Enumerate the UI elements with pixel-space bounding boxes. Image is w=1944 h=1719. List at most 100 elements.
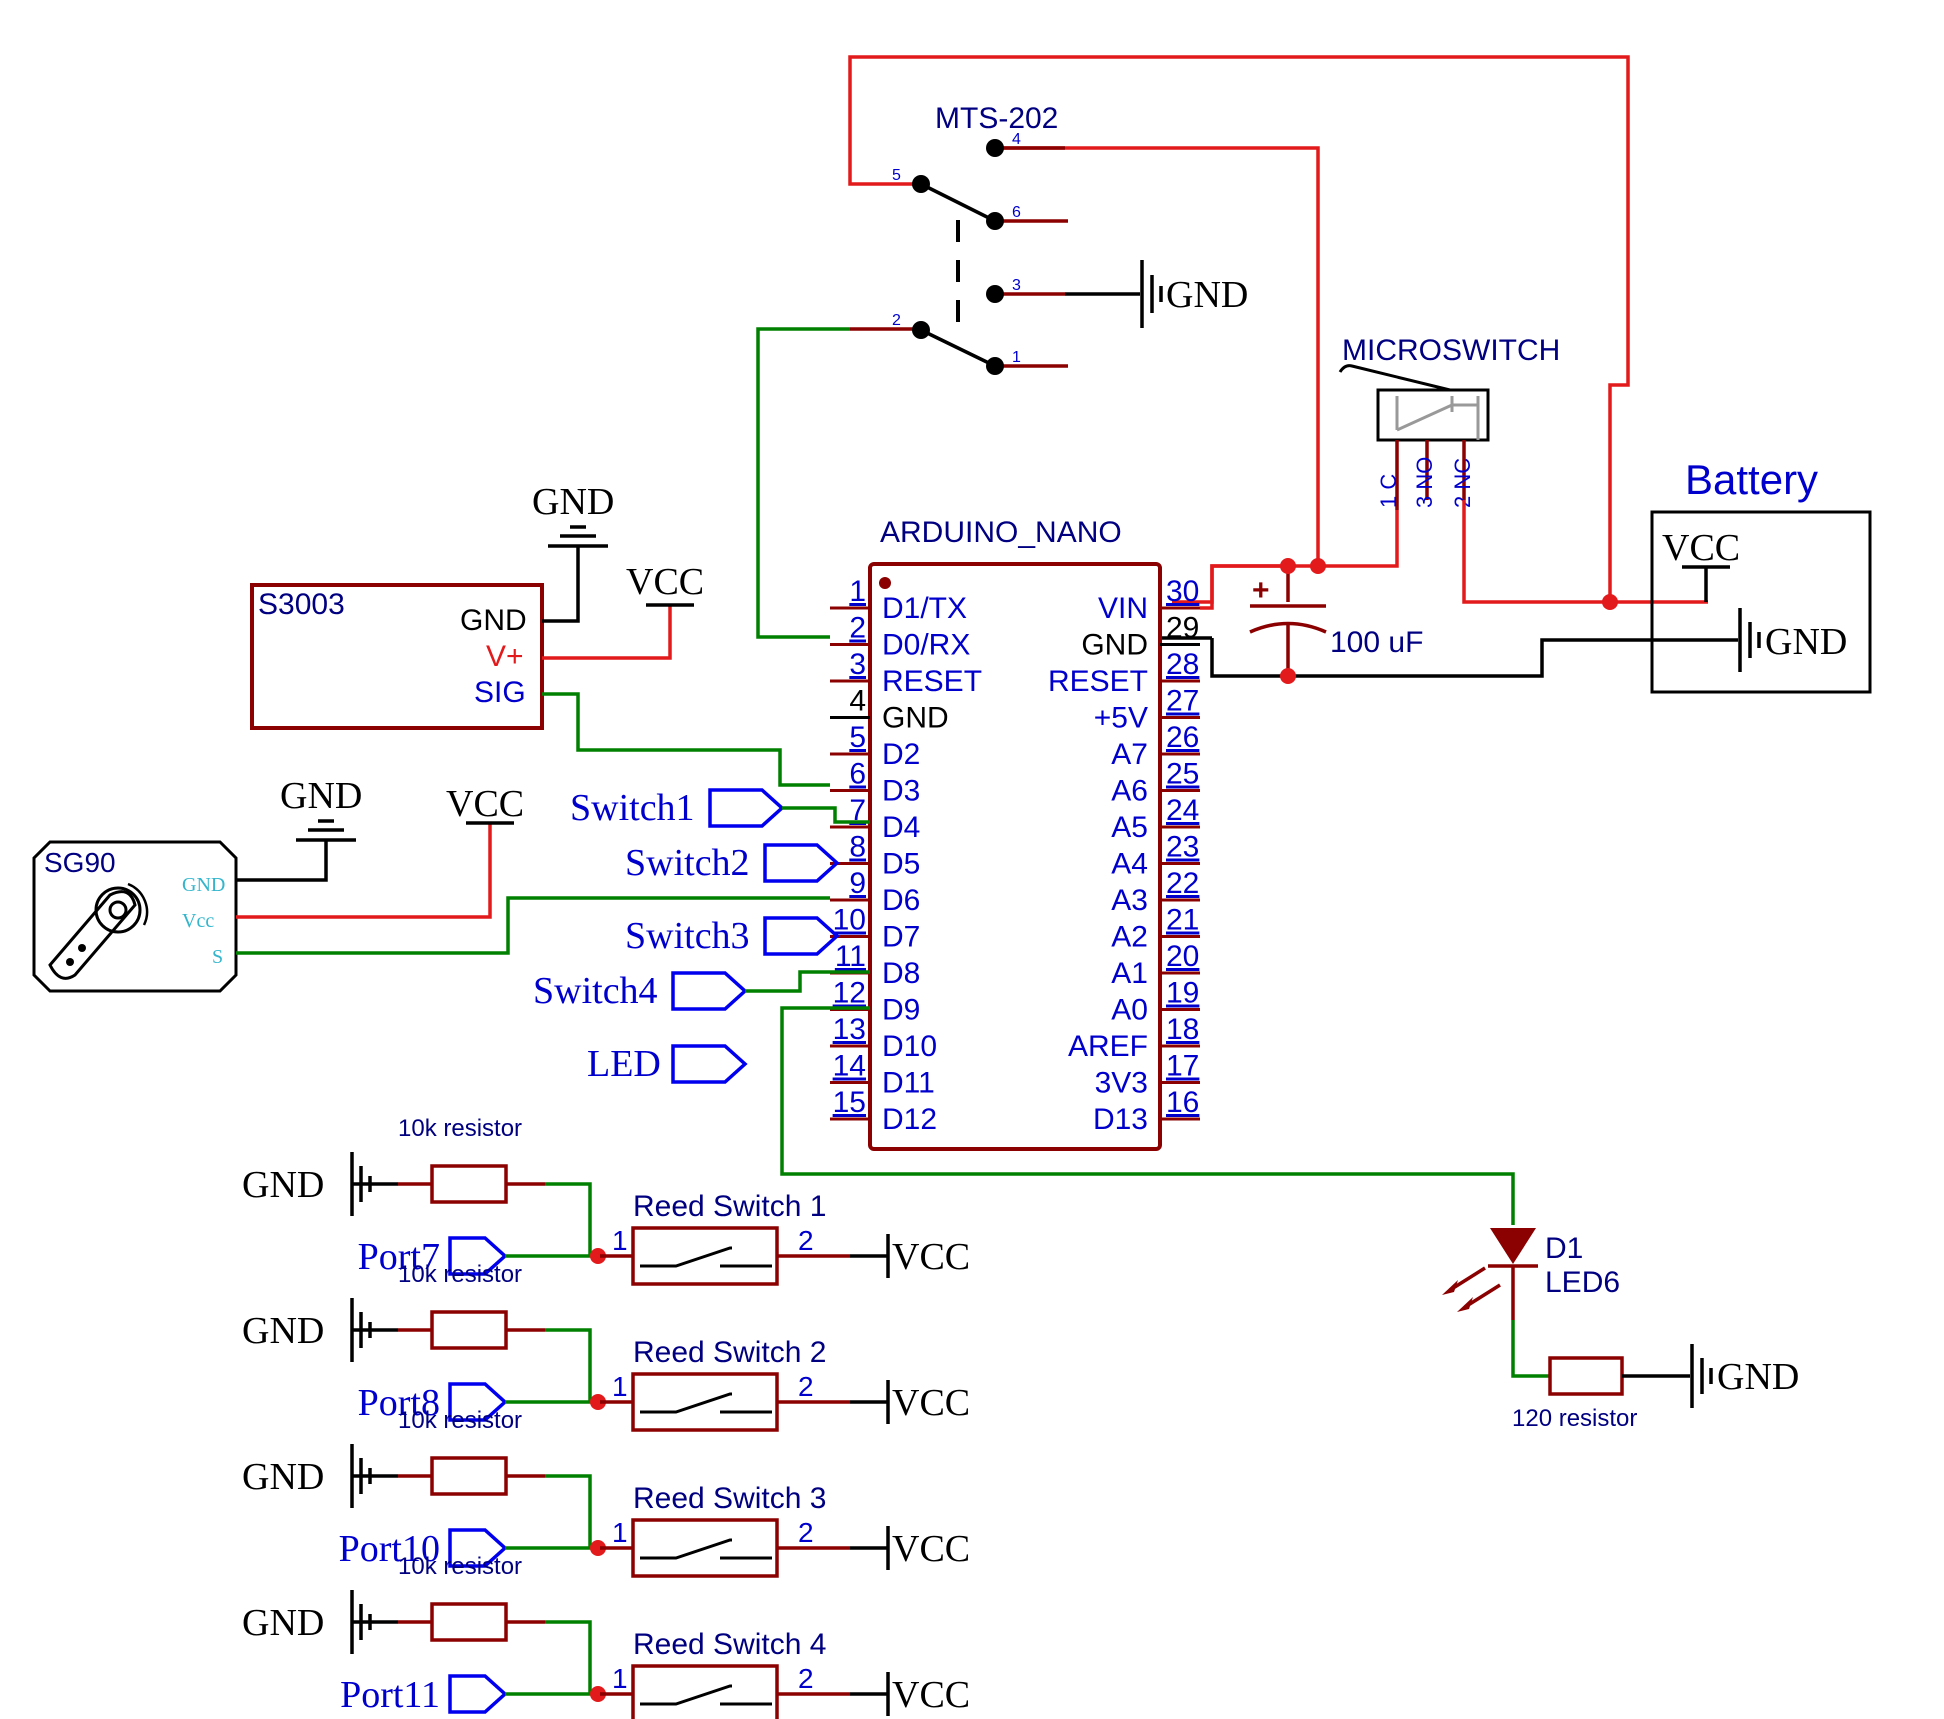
junction	[590, 1540, 606, 1556]
wire-ms-nc-battery	[1462, 500, 1708, 604]
arduino-left-pin-number: 5	[849, 721, 866, 754]
battery-gnd-label: GND	[1765, 621, 1847, 663]
arduino-left-pin-label: D6	[882, 884, 920, 917]
s3003-pin-vplus: V+	[486, 640, 524, 673]
sg90-servo: SG90 GND Vcc S GND VCC	[32, 775, 830, 993]
reed-pin2: 2	[798, 1225, 814, 1256]
arduino-left-pin-label: D9	[882, 994, 920, 1027]
arduino-right-pin-number: 16	[1166, 1086, 1199, 1119]
arduino-right-pin-number: 27	[1166, 685, 1199, 718]
junction	[590, 1394, 606, 1410]
wire-switch4-d8	[745, 970, 870, 993]
wire-gnd-battery	[1210, 638, 1652, 678]
s3003-gnd-wire	[542, 546, 580, 623]
arduino-right-pin-number: 22	[1166, 867, 1199, 900]
led-arrowhead	[1442, 1280, 1458, 1295]
ms-pin-label-nc: 2 NC	[1450, 458, 1475, 508]
reed-resistor-label: 10k resistor	[398, 1553, 522, 1580]
arduino-left-pin-label: D0/RX	[882, 629, 970, 662]
contact-3	[986, 285, 1004, 303]
arduino-right-pin-label: 3V3	[1095, 1067, 1148, 1100]
arduino-right-pin-number: 28	[1166, 648, 1199, 681]
led-ref: D1	[1545, 1232, 1583, 1265]
net-port-switch3	[763, 916, 840, 956]
wire-d9-led	[780, 1006, 1515, 1225]
microswitch-actuator	[1338, 364, 1451, 392]
arduino-nano: ARDUINO_NANO 1D1/TX2D0/RX3RESET4GND5D26D…	[830, 516, 1288, 1151]
lever-lower	[920, 328, 996, 368]
reed-pin1: 1	[612, 1663, 628, 1694]
reed-resistor-body	[430, 1164, 508, 1204]
net-port-led	[671, 1044, 748, 1084]
arduino-right-pin-label: A3	[1111, 884, 1148, 917]
arduino-right-pin-number: 17	[1166, 1050, 1199, 1083]
junction	[590, 1248, 606, 1264]
arduino-left-pin-number: 3	[849, 648, 866, 681]
reed-switch-label: Reed Switch 4	[633, 1628, 826, 1661]
reed-gnd-label: GND	[242, 1602, 324, 1644]
arduino-left-pin-label: D12	[882, 1103, 937, 1136]
reed-resistor-label: 10k resistor	[398, 1407, 522, 1434]
arduino-right-pin-number: 24	[1166, 794, 1199, 827]
arduino-right-pin-label: A2	[1111, 921, 1148, 954]
reed-node-wire	[545, 1182, 592, 1256]
arduino-left-pin-label: D1/TX	[882, 592, 967, 625]
arduino-right-pin-number: 29	[1166, 612, 1199, 645]
arduino-right-pin-number: 30	[1166, 575, 1199, 608]
reed-pin1: 1	[612, 1371, 628, 1402]
led-d1: D1 LED6 GND 120 resistor	[1442, 1228, 1799, 1432]
mts-pin-3: 3	[1012, 277, 1021, 294]
arduino-right-pin-label: D13	[1093, 1103, 1148, 1136]
arduino-right-pin-label: A1	[1111, 957, 1148, 990]
reed-resistor-label: 10k resistor	[398, 1261, 522, 1288]
arduino-left-pins: 1D1/TX2D0/RX3RESET4GND5D26D37D48D59D610D…	[830, 575, 982, 1136]
arduino-right-pin-label: A5	[1111, 811, 1148, 844]
arduino-left-pin-number: 13	[833, 1013, 866, 1046]
s3003-sig-wire	[542, 692, 830, 787]
junction	[1280, 668, 1296, 684]
arduino-left-pin-number: 10	[833, 904, 866, 937]
junction	[590, 1686, 606, 1702]
reed-resistor-body	[430, 1310, 508, 1350]
mts-pin-5: 5	[892, 167, 901, 184]
led-gnd-label: GND	[1717, 1356, 1799, 1398]
net-ports: Switch1 Switch2 Switch3 Switch4 LED	[533, 787, 870, 1085]
arduino-right-pin-number: 19	[1166, 977, 1199, 1010]
s3003-gnd-label: GND	[532, 481, 614, 523]
net-label-led: LED	[587, 1043, 661, 1085]
reed-resistor-label: 10k resistor	[398, 1115, 522, 1142]
led-resistor-body	[1548, 1356, 1624, 1396]
reed-port-label: Port10	[339, 1528, 440, 1570]
wire-switch1-d4	[782, 806, 870, 824]
junction	[1310, 558, 1326, 574]
reed-gnd-label: GND	[242, 1164, 324, 1206]
s3003-pin-gnd: GND	[460, 604, 527, 637]
arduino-left-pin-number: 1	[849, 575, 866, 608]
arduino-left-pin-number: 14	[833, 1050, 866, 1083]
sg90-s-wire	[236, 896, 830, 955]
net-label-switch2: Switch2	[625, 842, 750, 884]
sg90-gnd-label: GND	[280, 775, 362, 817]
arduino-pin1-marker	[879, 577, 891, 589]
arduino-right-pin-number: 18	[1166, 1013, 1199, 1046]
reed-contact-open	[640, 1538, 732, 1560]
arduino-name: ARDUINO_NANO	[880, 516, 1122, 549]
reed-port	[448, 1382, 508, 1422]
battery-box	[1650, 510, 1872, 694]
sg90-pin-gnd: GND	[182, 874, 225, 896]
reed-resistor-body	[430, 1456, 508, 1496]
s3003-vcc-label: VCC	[626, 561, 704, 603]
battery: Battery VCC GND	[1650, 456, 1872, 694]
arduino-right-pins: 30VIN29GND28RESET27+5V26A725A624A523A422…	[1048, 564, 1288, 1136]
reed-pin2: 2	[798, 1371, 814, 1402]
wire-mts-d0rx	[756, 327, 850, 639]
wire-pin4-vin	[990, 146, 1320, 566]
battery-label: Battery	[1685, 456, 1818, 503]
wire-ms-c-vin	[1172, 510, 1399, 604]
reed-pin1: 1	[612, 1225, 628, 1256]
sg90-vcc-wire	[236, 823, 492, 919]
arduino-left-pin-label: RESET	[882, 665, 982, 698]
